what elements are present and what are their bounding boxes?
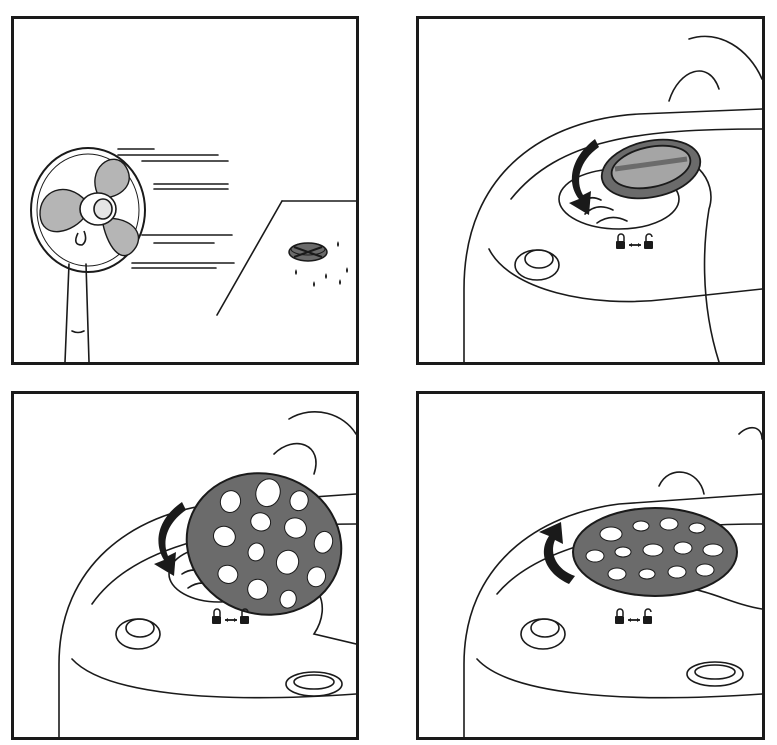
filter-grille: [572, 507, 738, 597]
lock-unlock-icon: [212, 608, 249, 624]
filter-drying-icon: [288, 242, 328, 262]
rotate-arrow-icon: [569, 139, 599, 215]
fan-drying-illustration: [30, 147, 356, 362]
filter-mesh: [600, 138, 702, 200]
step-3-panel: [11, 391, 359, 740]
rotate-arrow-icon: [539, 522, 575, 584]
step-1-panel: [11, 16, 359, 365]
insert-filter-illustration: [463, 35, 762, 362]
place-grille-illustration: [58, 411, 356, 737]
lock-grille-illustration: [463, 426, 762, 737]
fan-blades: [39, 158, 139, 257]
step-4-panel: [416, 391, 765, 740]
rotate-arrow-icon: [154, 502, 186, 576]
filter-grille: [185, 472, 343, 616]
step-2-panel: [416, 16, 765, 365]
lock-unlock-icon: [616, 233, 653, 249]
lock-unlock-icon: [615, 608, 652, 624]
